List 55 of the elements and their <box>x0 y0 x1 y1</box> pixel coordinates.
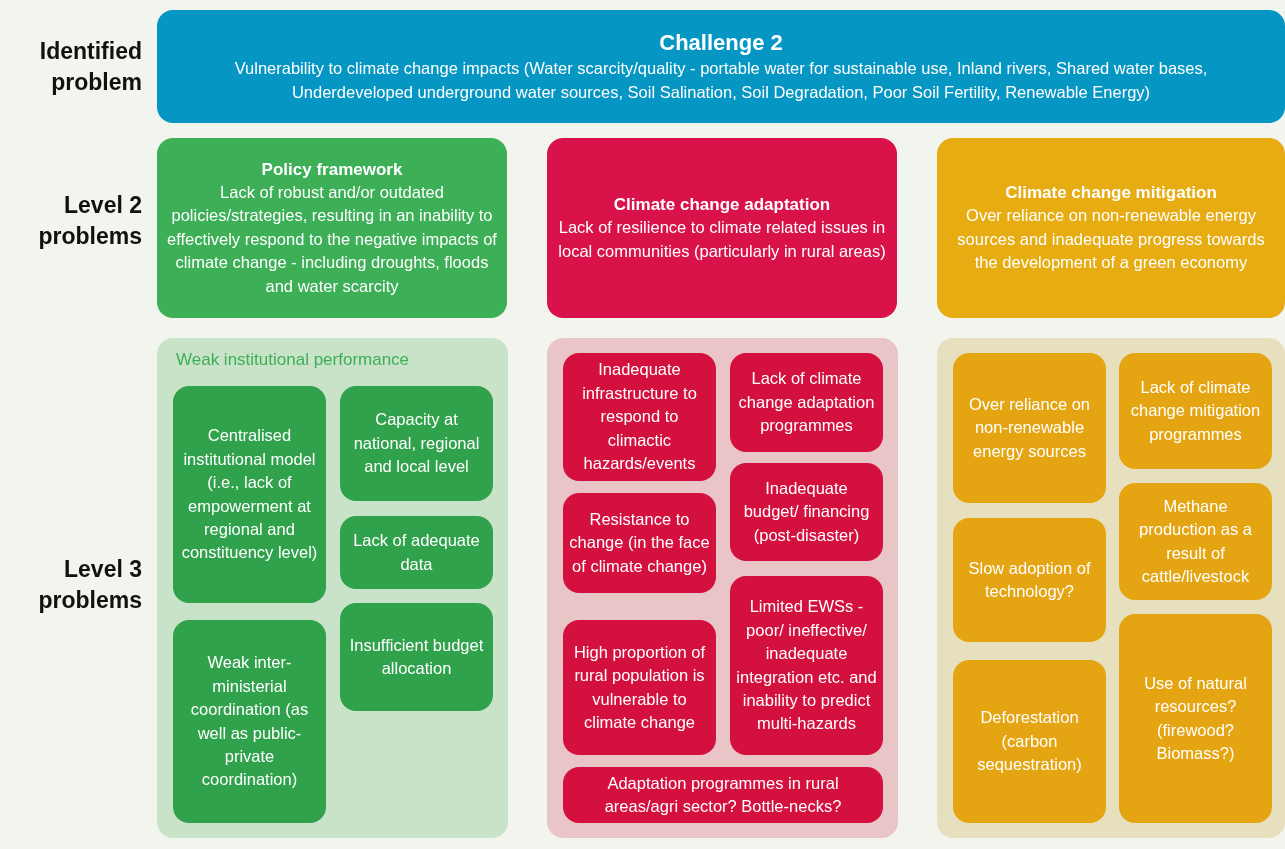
problem-card <box>953 353 1106 503</box>
box-text: Inadequate budget/ financing (post-disaster) <box>742 477 871 546</box>
box-text: Use of natural resources? (firewood? Biomass?) <box>1143 672 1248 764</box>
box-title: Challenge 2 <box>659 29 783 58</box>
problem-box <box>157 138 507 318</box>
box-text: Limited EWSs - poor/ ineffective/ inadequate integration etc. and inability to predict multi-hazards <box>736 596 877 735</box>
problem-banner <box>157 10 1285 123</box>
box-text: Centralised institutional model (i.e., lack of empowerment at regional and constituency level) <box>180 425 319 564</box>
box-title: Policy framework <box>261 159 403 181</box>
box-text: Lack of resilience to climate related issues in local communities (particularly in rural areas) <box>557 217 887 262</box>
problem-card <box>563 493 716 593</box>
box-title: Climate change adaptation <box>613 194 831 217</box>
box-text: Over reliance on non-renewable energy sources <box>967 393 1092 462</box>
row-label: Level 2 problems <box>37 191 142 251</box>
box-text: Insufficient budget allocation <box>348 634 485 679</box>
problem-card <box>340 516 493 589</box>
group-panel <box>547 338 898 838</box>
row-label: Identified problem <box>38 37 142 97</box>
group-panel <box>937 338 1285 838</box>
box-text: Lack of climate change mitigation programmes <box>1129 376 1262 445</box>
problem-card <box>730 576 883 755</box>
problem-card <box>340 386 493 501</box>
box-text: Inadequate infrastructure to respond to climactic hazards/events <box>581 359 698 475</box>
problem-card <box>1119 353 1272 469</box>
problem-card <box>730 353 883 452</box>
box-text: Over reliance on non-renewable energy sources and inadequate progress towards the development of a green economy <box>956 205 1266 274</box>
problem-card <box>730 463 883 561</box>
box-text: Lack of climate change adaptation programmes <box>737 368 876 437</box>
problem-card <box>340 603 493 711</box>
problem-card <box>1119 483 1272 600</box>
box-text: Weak inter-ministerial coordination (as well as public-private coordination) <box>189 652 310 791</box>
group-panel <box>157 338 508 838</box>
problem-box <box>937 138 1285 318</box>
problem-card <box>563 353 716 481</box>
panel-heading: Weak institutional performance <box>176 349 410 371</box>
box-text: Methane production as a result of cattle/livestock <box>1138 495 1253 587</box>
box-title: Climate change mitigation <box>1005 182 1217 205</box>
problem-card <box>953 518 1106 642</box>
box-text: Deforestation (carbon sequestration) <box>976 707 1083 776</box>
row-label: Level 3 problems <box>37 555 142 615</box>
problem-card <box>173 620 326 823</box>
problem-box <box>547 138 897 318</box>
box-text: Slow adoption of technology? <box>967 557 1092 602</box>
box-text: Lack of robust and/or outdated policies/strategies, resulting in an inability to effectively respond to the negative impacts of climate change - including droughts, floods and water scarcity <box>167 182 497 297</box>
problem-card <box>953 660 1106 823</box>
box-text: Resistance to change (in the face of climate change) <box>569 508 710 577</box>
problem-card <box>1119 614 1272 823</box>
box-text: Vulnerability to climate change impacts (Water scarcity/quality - portable water for sustainable use, Inland rivers, Shared water bases, Underdeveloped underground water sources, Soil Salination, Soil Degradation, Poor Soil Fertility, Renewable Energy) <box>233 58 1209 103</box>
box-text: Adaptation programmes in rural areas/agri sector? Bottle-necks? <box>603 772 843 817</box>
problem-card <box>563 620 716 755</box>
problem-card <box>563 767 883 823</box>
box-text: High proportion of rural population is vulnerable to climate change <box>572 641 707 733</box>
box-text: Capacity at national, regional and local level <box>352 409 481 478</box>
box-text: Lack of adequate data <box>352 530 481 575</box>
problem-card <box>173 386 326 603</box>
